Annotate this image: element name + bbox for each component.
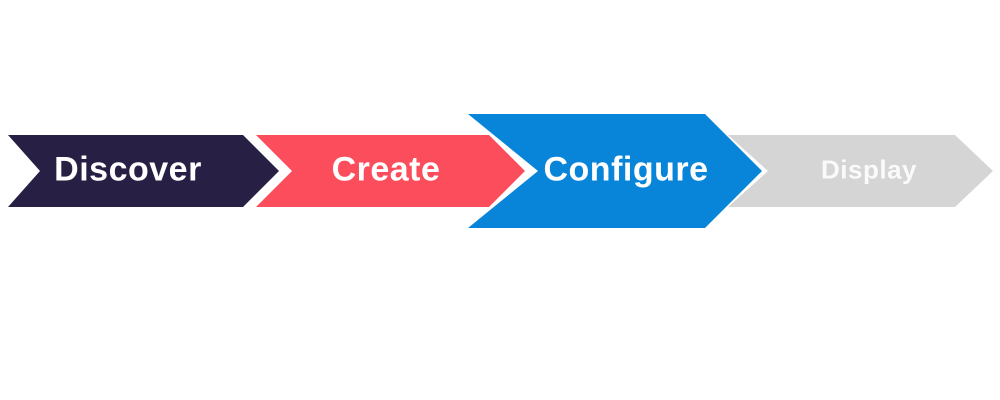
chevron-step-create [256,135,525,207]
chevron-step-discover [8,135,279,207]
step-label-configure: Configure [543,150,709,189]
step-label-create: Create [331,150,441,189]
chevron-step-configure [468,114,762,228]
step-label-display: Display [821,154,917,185]
step-label-discover: Discover [54,150,202,189]
chevron-step-display [728,135,993,207]
